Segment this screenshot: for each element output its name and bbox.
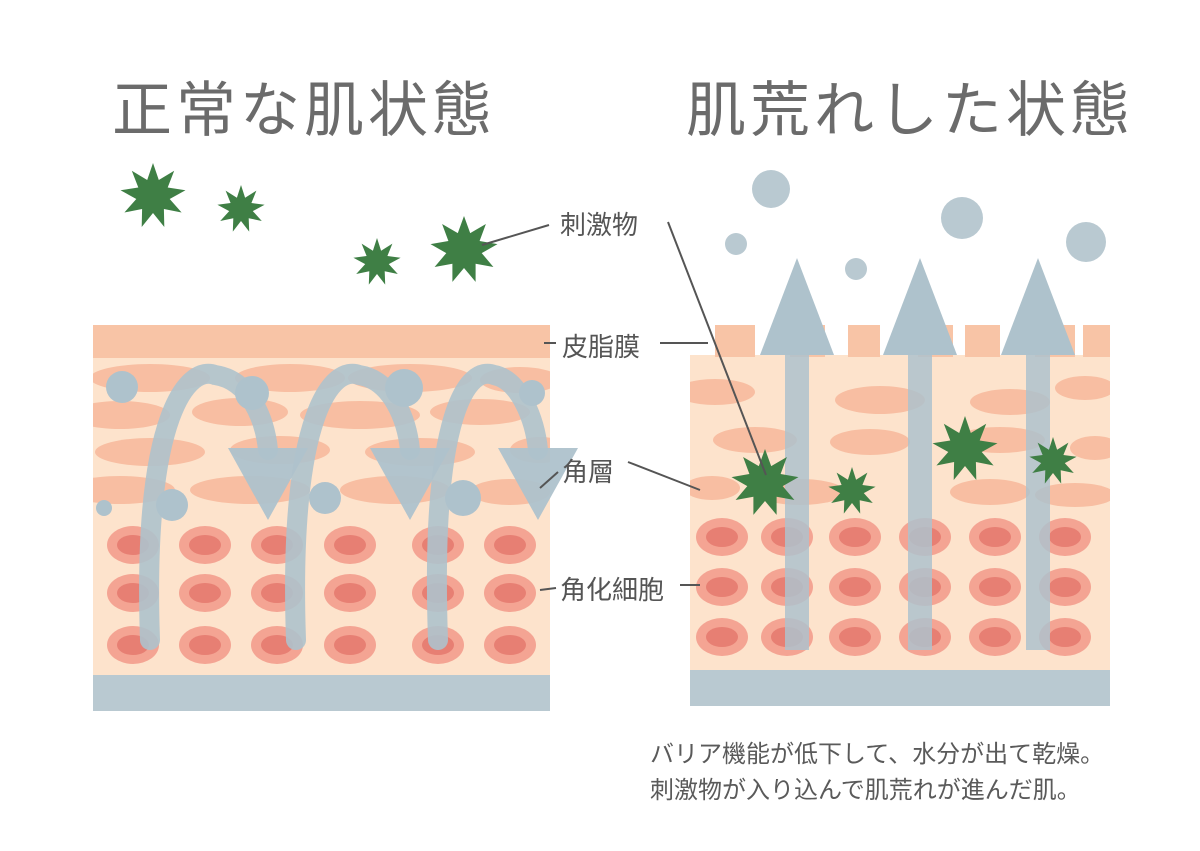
water-droplet-icon	[309, 482, 341, 514]
corneocyte-nucleus	[1049, 577, 1081, 597]
water-droplet-icon	[106, 371, 138, 403]
label-stratum-corneum: 角層	[562, 458, 615, 488]
caption-line-2: 刺激物が入り込んで肌荒れが進んだ肌。	[650, 776, 1081, 804]
damaged-skin-panel	[690, 170, 1110, 706]
normal-skin-panel	[93, 325, 578, 711]
leader-corneum-right	[627, 461, 701, 491]
moisture-retention-arrows	[139, 363, 578, 650]
corneocyte-nucleus	[334, 535, 366, 555]
corneocyte-nucleus	[261, 535, 293, 555]
moisture-loop-arrow	[426, 363, 548, 650]
moisture-escape-arrows	[760, 258, 1075, 650]
leader-lines	[481, 221, 767, 591]
horny-cell	[835, 386, 925, 414]
caption-line-1: バリア機能が低下して、水分が出て乾燥。	[650, 740, 1105, 768]
water-droplet-icon	[941, 197, 983, 239]
water-droplet-icon	[156, 489, 188, 521]
leader-irritant-to-skin	[667, 221, 767, 476]
horny-cell	[95, 438, 205, 466]
moisture-arrow-head-icon	[498, 448, 578, 520]
water-droplets-escaping	[725, 170, 1106, 280]
moisture-escape-shaft	[785, 350, 809, 650]
water-droplet-icon	[1066, 222, 1106, 262]
corneocyte-nucleus	[189, 535, 221, 555]
irritant-star-icon	[1029, 437, 1077, 484]
irritant-star-icon	[217, 185, 265, 232]
irritant-star-icon	[120, 163, 186, 227]
corneocyte-nucleus	[1049, 627, 1081, 647]
sebum-film-fragment	[848, 325, 880, 357]
title-normal-skin: 正常な肌状態	[112, 76, 496, 146]
horny-cell	[93, 401, 170, 429]
caption: バリア機能が低下して、水分が出て乾燥。 刺激物が入り込んで肌荒れが進んだ肌。	[650, 736, 1104, 808]
corneocyte-nucleus	[189, 635, 221, 655]
label-irritant: 刺激物	[560, 211, 639, 241]
corneocyte-nucleus	[839, 577, 871, 597]
corneocyte-nucleus	[979, 577, 1011, 597]
irritant-particles	[120, 163, 1077, 515]
label-corneocyte: 角化細胞	[560, 576, 665, 606]
horny-cell	[950, 479, 1030, 505]
moisture-arrow-up-icon	[1001, 258, 1075, 355]
water-droplet-icon	[445, 480, 481, 516]
moisture-loop-arrow	[139, 363, 278, 650]
leader-corneocyte-left	[539, 587, 557, 591]
water-droplet-icon	[752, 170, 790, 208]
water-droplet-icon	[96, 500, 112, 516]
corneocyte-nucleus	[979, 527, 1011, 547]
corneocyte-nucleus	[334, 583, 366, 603]
horny-cell	[1035, 483, 1110, 507]
corneocyte-nucleus	[706, 577, 738, 597]
moisture-escape-shaft	[908, 350, 932, 650]
moisture-arrow-up-icon	[883, 258, 957, 355]
sebum-film-left	[93, 325, 550, 358]
irritant-star-icon	[731, 449, 799, 515]
moisture-arrow-up-icon	[760, 258, 834, 355]
water-droplet-icon	[845, 258, 867, 280]
leader-corneum-left	[539, 471, 559, 489]
title-damaged-skin: 肌荒れした状態	[686, 76, 1134, 146]
bottom-band-right	[690, 670, 1110, 706]
sebum-film-fragment	[715, 325, 755, 357]
water-droplet-icon	[725, 233, 747, 255]
horny-cell	[830, 429, 910, 455]
irritant-star-icon	[932, 416, 998, 480]
moisture-arrow-head-icon	[370, 448, 450, 520]
sebum-film-fragment	[965, 325, 1000, 357]
corneocyte-nucleus	[189, 583, 221, 603]
label-sebum-film: 皮脂膜	[562, 333, 641, 363]
bottom-band-left	[93, 675, 550, 711]
horny-cell	[1070, 436, 1110, 460]
horny-cell	[1055, 376, 1110, 400]
leader-irritant-to-star	[481, 224, 550, 246]
corneocyte-nucleus	[494, 583, 526, 603]
corneocyte-nucleus	[261, 583, 293, 603]
corneocyte-nucleus	[334, 635, 366, 655]
corneocyte-nucleus	[839, 527, 871, 547]
corneocyte-nucleus	[494, 535, 526, 555]
corneocyte-nucleus	[261, 635, 293, 655]
irritant-star-icon	[430, 216, 498, 282]
horny-cell	[690, 379, 755, 405]
moisture-escape-shaft	[1026, 350, 1050, 650]
corneocyte-nucleus	[706, 527, 738, 547]
corneocyte-nucleus	[1049, 527, 1081, 547]
irritant-star-icon	[353, 238, 401, 285]
horny-cell	[690, 476, 740, 500]
corneocyte-nucleus	[706, 627, 738, 647]
corneocyte-nucleus	[839, 627, 871, 647]
irritant-star-icon	[828, 467, 876, 514]
moisture-loop-arrow	[285, 363, 420, 650]
corneocyte-nucleus	[494, 635, 526, 655]
sebum-film-fragment	[1083, 325, 1110, 357]
corneocyte-nucleus	[979, 627, 1011, 647]
moisture-arrow-head-icon	[228, 448, 308, 520]
horny-cell	[713, 427, 797, 453]
